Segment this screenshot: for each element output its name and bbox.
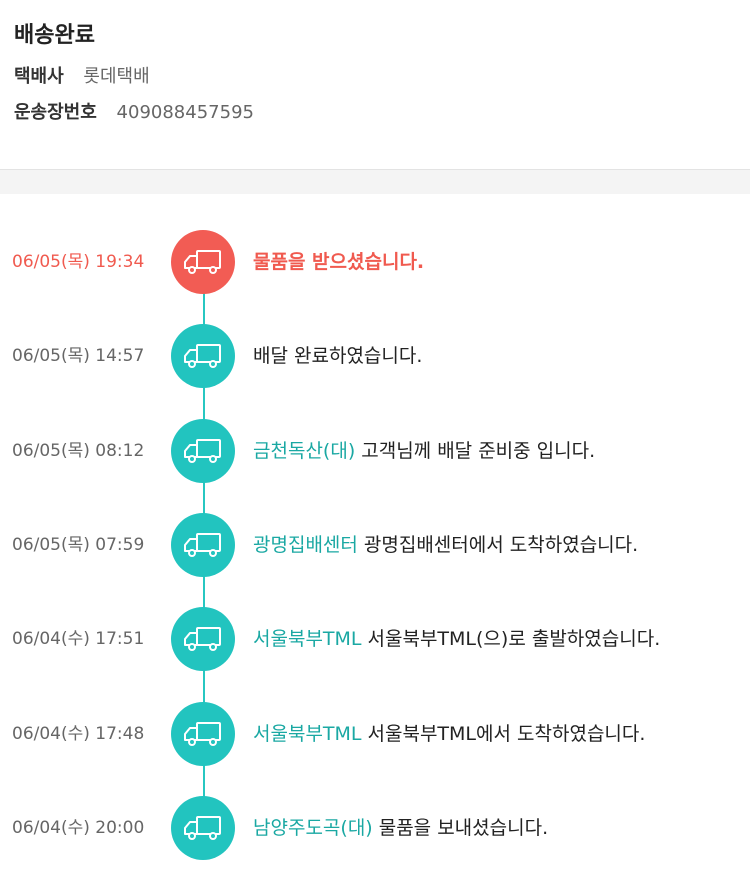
event-description: 서울북부TML(으)로 출발하였습니다. (367, 628, 661, 650)
timeline-event: 06/05(목) 14:57 배달 완료하였습니다. (0, 324, 750, 388)
event-time: 06/05(목) 19:34 (12, 252, 145, 272)
event-description: 물품을 받으셨습니다. (253, 251, 425, 273)
delivery-status-title: 배송완료 (14, 23, 95, 48)
timeline-event: 06/04(수) 20:00 남양주도곡(대)물품을 보내셨습니다. (0, 796, 750, 860)
event-time: 06/05(목) 08:12 (12, 441, 145, 461)
event-time: 06/04(수) 17:48 (12, 724, 145, 744)
tracking-label: 운송장번호 (14, 102, 97, 123)
tracking-row: 운송장번호 409088457595 (14, 100, 736, 126)
truck-icon (171, 324, 235, 388)
event-message: 금천독산(대)고객님께 배달 준비중 입니다. (253, 419, 595, 483)
delivery-header: 배송완료 택배사 롯데택배 운송장번호 409088457595 (0, 0, 750, 170)
event-time: 06/05(목) 07:59 (12, 535, 145, 555)
truck-icon (171, 796, 235, 860)
section-divider (0, 170, 750, 194)
truck-icon (171, 607, 235, 671)
event-location: 서울북부TML (253, 723, 362, 745)
tracking-number: 409088457595 (116, 102, 254, 123)
event-location: 남양주도곡(대) (253, 817, 373, 839)
event-description: 광명집배센터에서 도착하였습니다. (363, 534, 639, 556)
courier-row: 택배사 롯데택배 (14, 64, 736, 90)
courier-value: 롯데택배 (83, 66, 150, 87)
courier-label: 택배사 (14, 66, 64, 87)
event-message: 배달 완료하였습니다. (253, 324, 422, 388)
event-location: 금천독산(대) (253, 440, 356, 462)
event-description: 고객님께 배달 준비중 입니다. (361, 440, 596, 462)
timeline-event: 06/05(목) 19:34 물품을 받으셨습니다. (0, 230, 750, 294)
event-description: 서울북부TML에서 도착하였습니다. (367, 723, 646, 745)
truck-icon (171, 702, 235, 766)
timeline-event: 06/05(목) 08:12 금천독산(대)고객님께 배달 준비중 입니다. (0, 419, 750, 483)
tracking-timeline: 06/05(목) 19:34 물품을 받으셨습니다. 06/05(목) 14:5… (0, 194, 750, 870)
event-location: 광명집배센터 (253, 534, 358, 556)
event-description: 배달 완료하였습니다. (253, 345, 423, 367)
event-message: 물품을 받으셨습니다. (253, 230, 424, 294)
event-message: 남양주도곡(대)물품을 보내셨습니다. (253, 796, 548, 860)
truck-icon (171, 419, 235, 483)
truck-icon (171, 230, 235, 294)
event-time: 06/05(목) 14:57 (12, 346, 145, 366)
event-time: 06/04(수) 20:00 (12, 818, 145, 838)
event-description: 물품을 보내셨습니다. (378, 817, 549, 839)
event-location: 서울북부TML (253, 628, 362, 650)
truck-icon (171, 513, 235, 577)
event-time: 06/04(수) 17:51 (12, 629, 145, 649)
